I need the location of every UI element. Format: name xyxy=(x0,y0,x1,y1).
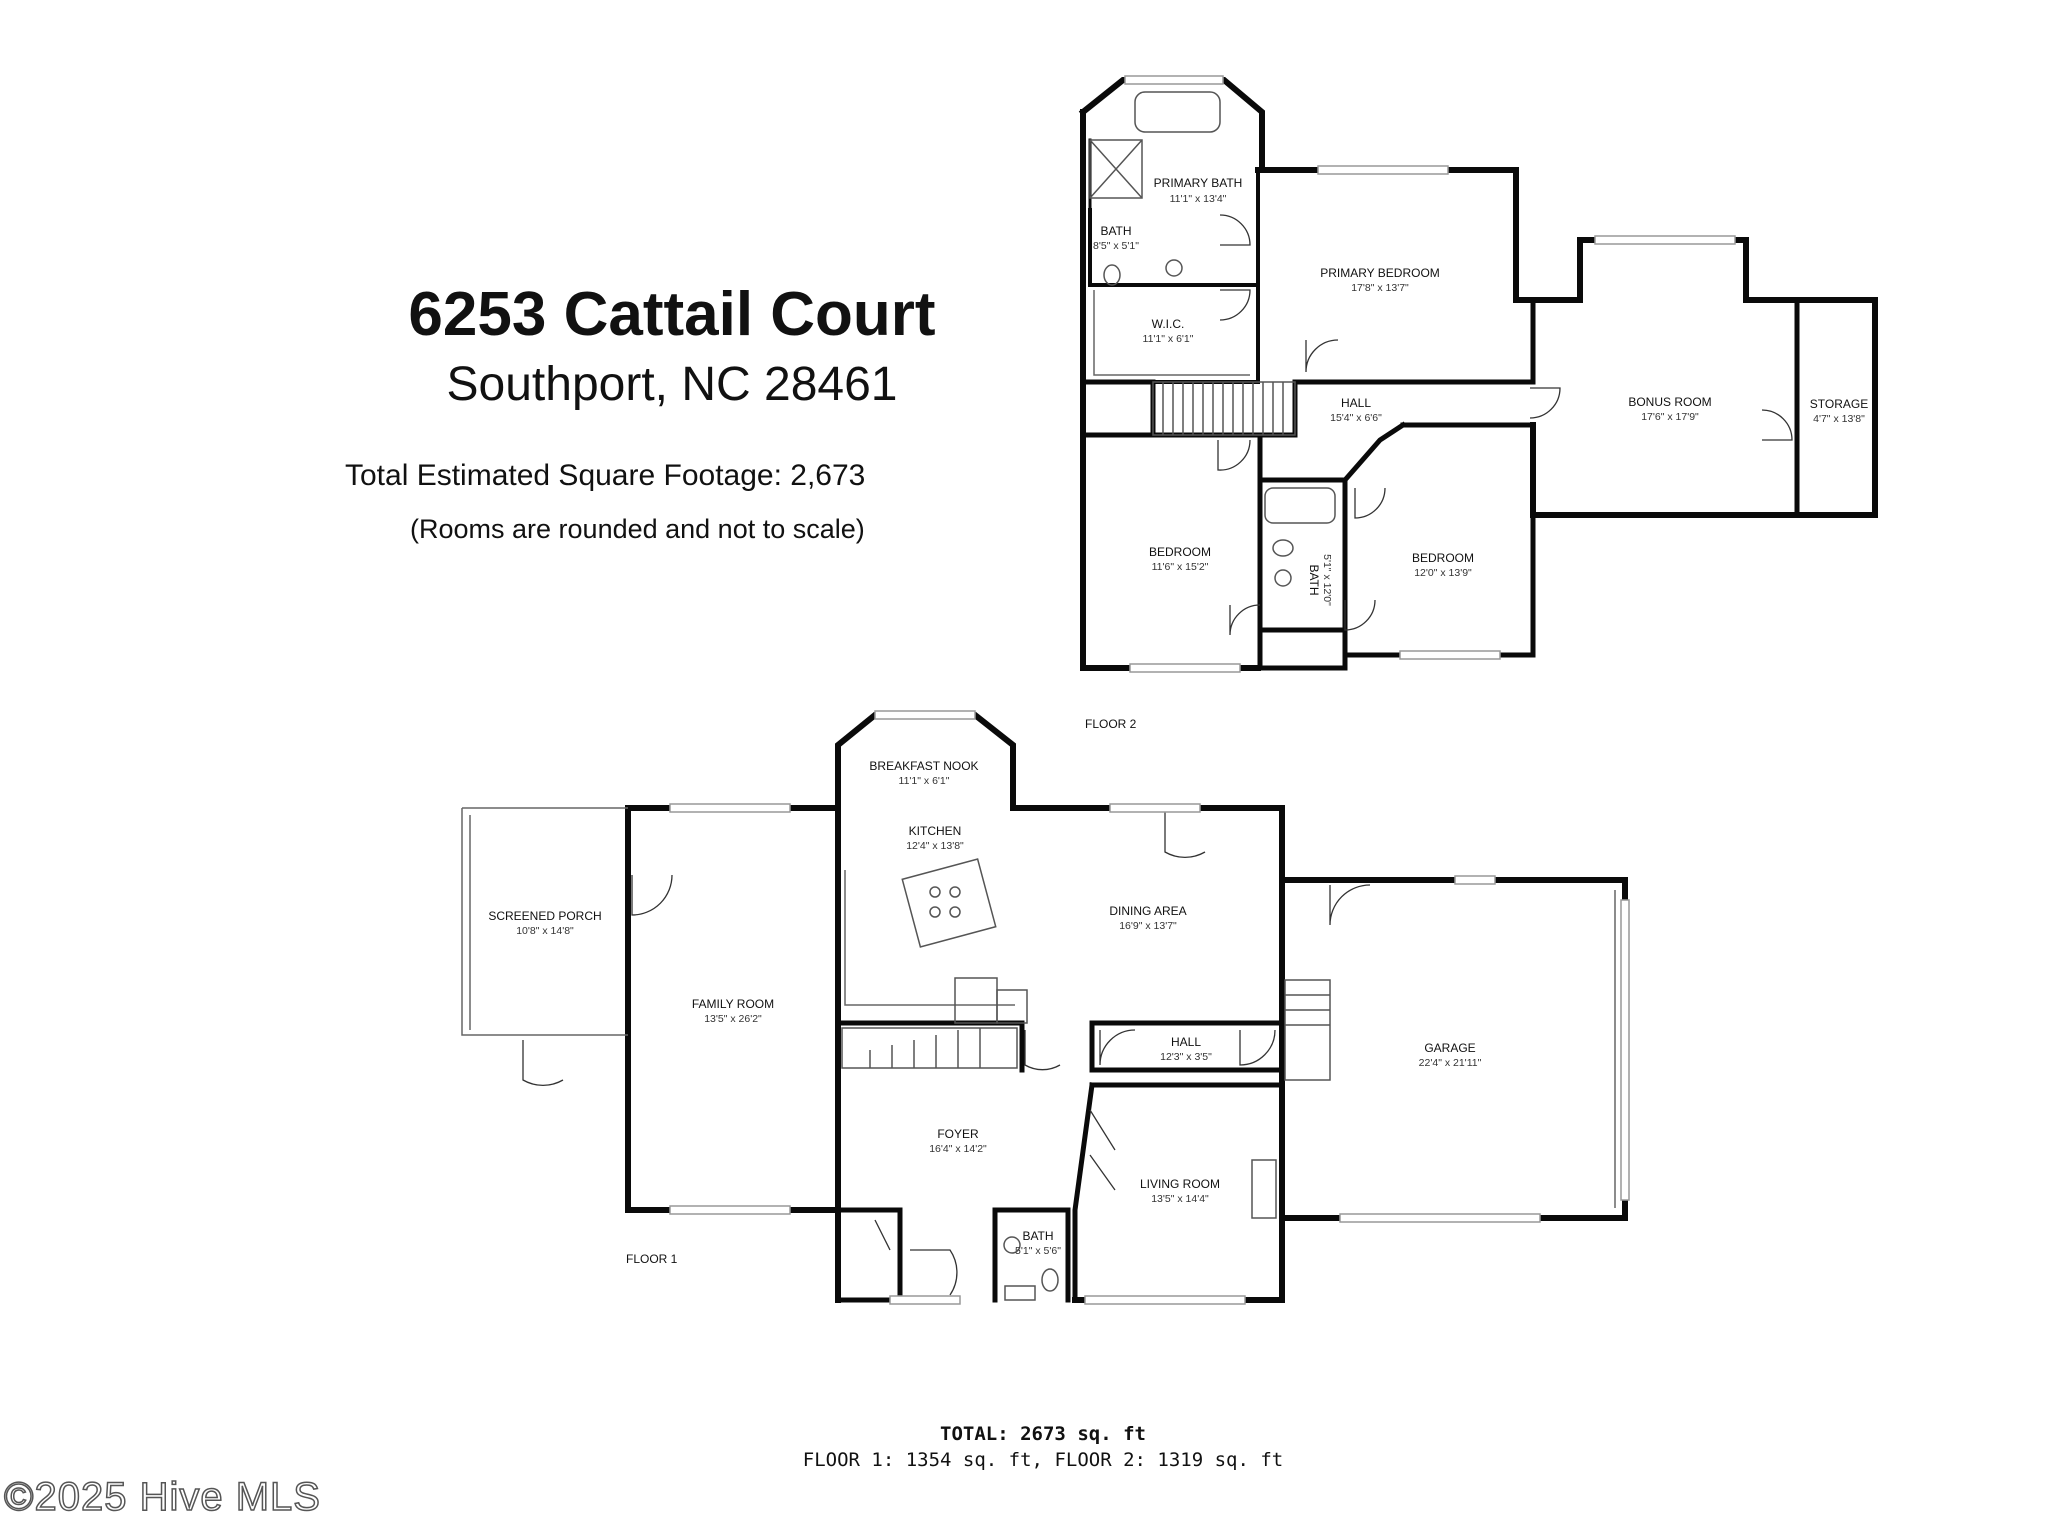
room-dim: 12'4" x 13'8" xyxy=(906,840,964,852)
door-swing xyxy=(522,1040,564,1087)
room-dim: 4'7" x 13'8" xyxy=(1813,413,1865,425)
room-dim: 11'6" x 15'2" xyxy=(1152,561,1209,573)
room-dim: 8'5" x 5'1" xyxy=(1093,240,1139,252)
sqft-line: Total Estimated Square Footage: 2,673 xyxy=(345,459,865,492)
toilet-icon xyxy=(1103,264,1121,286)
room-name: KITCHEN xyxy=(909,824,962,838)
room-dim: 15'4" x 6'6" xyxy=(1330,412,1382,424)
floor-2: PRIMARY BATH 11'1" x 13'4" BATH 8'5" x 5… xyxy=(1078,75,1878,731)
door-swing xyxy=(1099,1029,1136,1066)
room-name: BATH xyxy=(1307,564,1321,595)
fireplace-icon xyxy=(1251,1159,1277,1219)
total-sqft: TOTAL: 2673 sq. ft xyxy=(940,1423,1146,1445)
floor-breakdown: FLOOR 1: 1354 sq. ft, FLOOR 2: 1319 sq. … xyxy=(803,1449,1283,1471)
room-name: HALL xyxy=(1341,396,1371,410)
room-dim: 16'9" x 13'7" xyxy=(1119,920,1177,932)
room-dim: 17'6" x 17'9" xyxy=(1641,411,1699,423)
sink-icon xyxy=(1165,259,1183,277)
room-name: HALL xyxy=(1171,1035,1201,1049)
door-swing xyxy=(1217,439,1251,471)
room-name: BONUS ROOM xyxy=(1628,395,1711,409)
room-name: FAMILY ROOM xyxy=(692,997,774,1011)
room-name: BEDROOM xyxy=(1412,551,1474,565)
address-city: Southport, NC 28461 xyxy=(447,358,898,411)
door-swing xyxy=(874,1219,891,1251)
sink-icon xyxy=(1274,569,1292,587)
stairs-icon xyxy=(841,1027,1018,1069)
room-name: STORAGE xyxy=(1810,397,1868,411)
door-swing xyxy=(1354,487,1386,519)
room-name: GARAGE xyxy=(1424,1041,1475,1055)
shower-icon xyxy=(1089,139,1143,199)
door-swing xyxy=(1219,289,1251,321)
kitchen-island xyxy=(901,858,997,948)
watermark: ©2025 Hive MLS xyxy=(4,1475,321,1519)
door-swing xyxy=(1344,599,1376,631)
room-name: BATH xyxy=(1100,224,1131,238)
toilet-icon xyxy=(1272,539,1294,557)
sink-icon xyxy=(1003,1236,1021,1254)
room-name: SCREENED PORCH xyxy=(488,909,601,923)
stairs-icon xyxy=(1152,381,1296,436)
room-name: FOYER xyxy=(937,1127,979,1141)
room-name: LIVING ROOM xyxy=(1140,1177,1220,1191)
room-dim: 17'8" x 13'7" xyxy=(1351,282,1409,294)
room-dim: 11'1" x 6'1" xyxy=(1143,333,1194,345)
room-dim: 5'1" x 5'6" xyxy=(1015,1245,1061,1257)
address-title: 6253 Cattail Court xyxy=(408,280,935,349)
room-name: W.I.C. xyxy=(1152,317,1185,331)
room-name: DINING AREA xyxy=(1109,904,1186,918)
room-dim: 16'4" x 14'2" xyxy=(929,1143,987,1155)
bathtub-icon xyxy=(1134,91,1221,133)
floor-1: BREAKFAST NOOK 11'1" x 6'1" KITCHEN 12'4… xyxy=(461,710,1630,1305)
door-swing xyxy=(1164,812,1206,859)
door-swing xyxy=(1761,409,1793,441)
scale-note: (Rooms are rounded and not to scale) xyxy=(410,514,865,544)
toilet-icon xyxy=(1041,1268,1059,1292)
door-swing xyxy=(1239,1029,1276,1066)
room-name: PRIMARY BEDROOM xyxy=(1320,266,1440,280)
room-dim: 5'1" x 12'0" xyxy=(1321,554,1333,606)
floor-label: FLOOR 2 xyxy=(1085,717,1137,731)
door-swing xyxy=(1229,604,1261,636)
door-swing xyxy=(1305,339,1339,373)
room-dim: 11'1" x 13'4" xyxy=(1170,193,1227,205)
door-swing xyxy=(631,874,673,916)
floor-label: FLOOR 1 xyxy=(626,1252,678,1266)
door-swing xyxy=(1024,1030,1061,1071)
door-swing xyxy=(1089,1109,1116,1191)
door-swing xyxy=(910,1249,958,1296)
room-dim: 10'8" x 14'8" xyxy=(516,925,574,937)
door-swing xyxy=(1529,387,1561,419)
bathtub-icon xyxy=(1264,487,1336,524)
door-swing xyxy=(1329,884,1371,926)
room-dim: 13'5" x 14'4" xyxy=(1151,1193,1209,1205)
room-name: BEDROOM xyxy=(1149,545,1211,559)
room-dim: 12'0" x 13'9" xyxy=(1414,567,1472,579)
room-dim: 12'3" x 3'5" xyxy=(1160,1051,1212,1063)
room-name: BATH xyxy=(1022,1229,1053,1243)
room-dim: 11'1" x 6'1" xyxy=(899,775,950,787)
room-name: PRIMARY BATH xyxy=(1154,176,1243,190)
room-dim: 22'4" x 21'11" xyxy=(1419,1057,1482,1069)
room-name: BREAKFAST NOOK xyxy=(869,759,978,773)
room-dim: 13'5" x 26'2" xyxy=(704,1013,762,1025)
door-swing xyxy=(1219,214,1251,246)
